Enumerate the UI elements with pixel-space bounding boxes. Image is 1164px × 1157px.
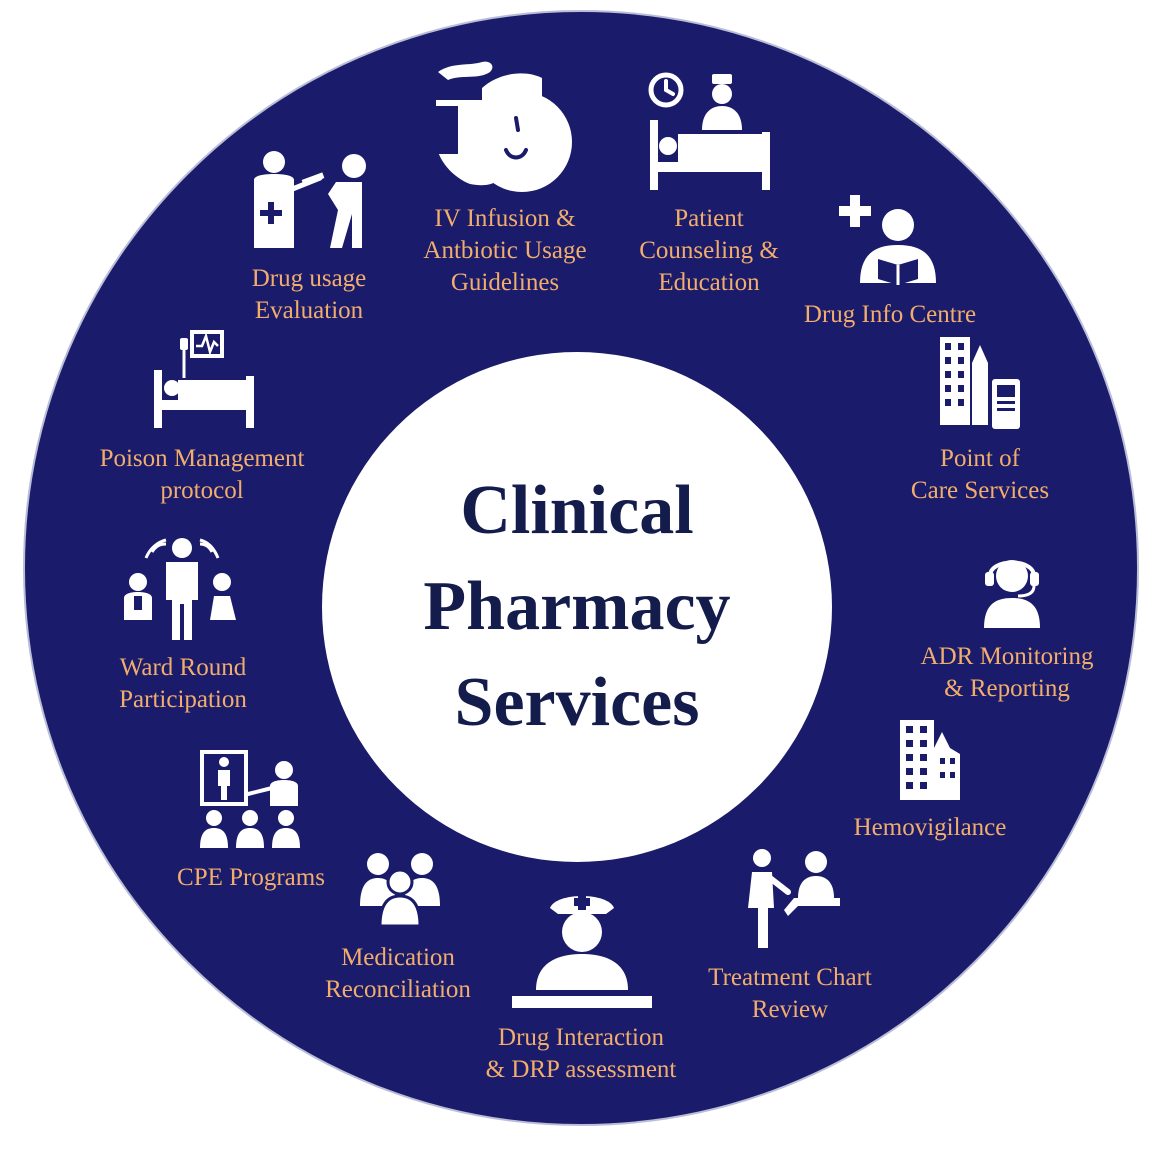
headset-operator-icon — [980, 552, 1045, 630]
label-line: Antbiotic Usage — [423, 237, 587, 264]
center-title-line-3: Services — [454, 664, 700, 741]
label-line: Review — [751, 996, 829, 1023]
buildings-device-icon — [938, 335, 1023, 430]
center-title-line-1: Clinical — [460, 472, 694, 549]
service-label-adr: ADR Monitoring & Reporting — [921, 641, 1094, 705]
center-circle: Clinical Pharmacy Services — [322, 352, 832, 862]
doctor-family-icon — [118, 538, 243, 643]
nurse-desk-icon — [510, 888, 655, 1013]
injection-icon — [250, 150, 370, 250]
label-line: CPE Programs — [177, 864, 325, 891]
label-line: Guidelines — [450, 269, 560, 296]
building-icon — [898, 718, 963, 803]
label-line: & Reporting — [944, 675, 1070, 702]
label-line: Ward Round — [119, 654, 247, 681]
service-label-patient: Patient Counseling & Education — [639, 203, 779, 299]
label-line: ADR Monitoring — [920, 643, 1094, 670]
center-title-line-2: Pharmacy — [423, 568, 731, 645]
reader-plus-icon — [838, 193, 943, 288]
service-label-recon: Medication Reconciliation — [325, 942, 471, 1006]
label-line: Reconciliation — [325, 976, 471, 1003]
service-label-info: Drug Info Centre — [804, 299, 976, 331]
label-line: Education — [658, 269, 760, 296]
doctor-writing-patient-icon — [740, 848, 845, 953]
service-label-cpe: CPE Programs — [177, 862, 325, 894]
label-line: Drug Interaction — [498, 1024, 664, 1051]
label-line: Hemovigilance — [853, 814, 1007, 841]
service-label-due: Drug usage Evaluation — [252, 263, 367, 327]
label-line: Drug Info Centre — [803, 301, 977, 328]
label-line: Care Services — [910, 477, 1050, 504]
label-line: IV Infusion & — [434, 205, 576, 232]
label-line: Point of — [940, 445, 1020, 472]
label-line: & DRP assessment — [485, 1056, 677, 1083]
label-line: Medication — [341, 944, 455, 971]
service-label-poc: Point of Care Services — [911, 443, 1049, 507]
service-label-dia: Drug Interaction & DRP assessment — [486, 1022, 677, 1086]
label-line: Drug usage — [251, 265, 367, 292]
label-line: protocol — [160, 477, 244, 504]
people-group-icon — [358, 848, 443, 928]
label-line: Patient — [674, 205, 744, 232]
service-label-hemo: Hemovigilance — [854, 812, 1007, 844]
label-line: Counseling & — [639, 237, 779, 264]
label-line: Treatment Chart — [708, 964, 872, 991]
label-line: Evaluation — [254, 297, 364, 324]
presenter-audience-icon — [198, 748, 303, 853]
service-label-chart: Treatment Chart Review — [708, 962, 872, 1026]
service-label-iv: IV Infusion & Antbiotic Usage Guidelines — [423, 203, 586, 299]
label-line: Participation — [119, 686, 247, 713]
label-line: Poison Management — [99, 445, 305, 472]
iv-bag-face-icon — [430, 60, 575, 195]
service-label-ward: Ward Round Participation — [119, 652, 247, 716]
patient-bed-monitor-icon — [152, 330, 257, 430]
nurse-bedside-clock-icon — [648, 72, 773, 192]
service-label-poison: Poison Management protocol — [100, 443, 305, 507]
